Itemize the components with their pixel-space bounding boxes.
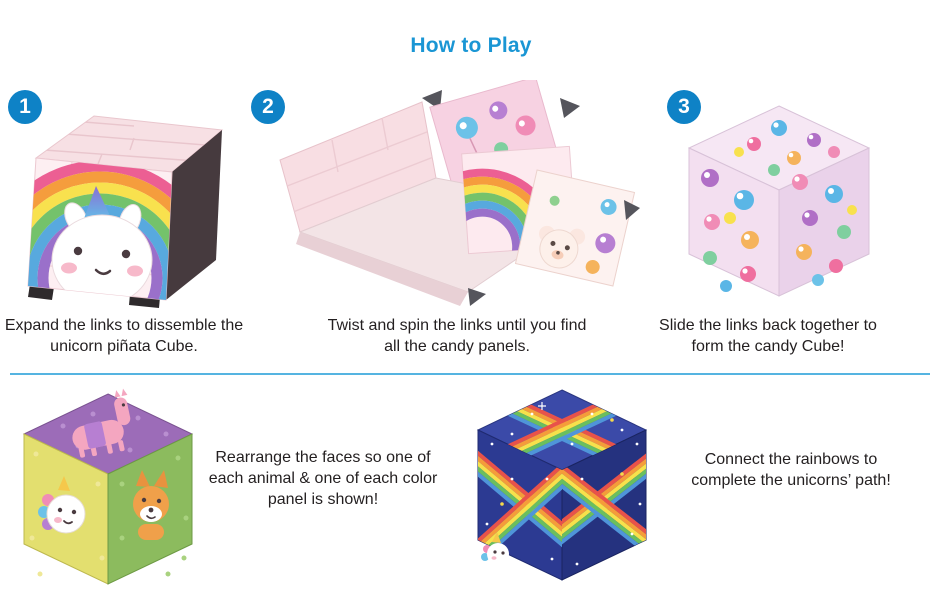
unicorn-figure-small [481, 532, 509, 565]
candy-cube-image [687, 105, 871, 297]
corgi-figure [133, 470, 169, 540]
bear-panel [514, 169, 636, 287]
stars [485, 412, 642, 571]
step-2-illustration [272, 76, 647, 315]
step-2-number-badge: 2 [251, 90, 285, 124]
candy-dots [701, 120, 857, 292]
rainbow-stripes-top [489, 390, 635, 470]
step-2-caption: Twist and spin the links until you find … [327, 317, 587, 355]
rainbow-night-cube-image [476, 389, 648, 581]
rainbow-stripes-right [562, 444, 646, 564]
step-1-number-badge: 1 [8, 90, 42, 124]
unicorn-face [51, 186, 153, 300]
challenge-2-illustration [472, 384, 654, 589]
challenge-2-caption: Connect the rainbows to complete the uni… [691, 451, 891, 489]
unfolded-cube-image [279, 76, 640, 306]
step-3-caption: Slide the links back together to form th… [659, 317, 877, 355]
challenge-1-caption: Rearrange the faces so one of each anima… [208, 449, 438, 508]
bear-face [538, 225, 586, 269]
page-title: How to Play [410, 34, 532, 57]
step-3-illustration [682, 100, 880, 305]
unicorn-pinata-cube-image [27, 115, 224, 308]
step-1-caption: Expand the links to dissemble the unicor… [4, 317, 244, 355]
llama-figure [72, 388, 131, 458]
section-divider [10, 373, 930, 375]
challenge-1-illustration [18, 388, 200, 593]
animal-faces-cube-image [22, 388, 194, 585]
unicorn-figure [38, 476, 86, 534]
step-1-illustration [14, 98, 234, 308]
step-3-number-badge: 3 [667, 90, 701, 124]
